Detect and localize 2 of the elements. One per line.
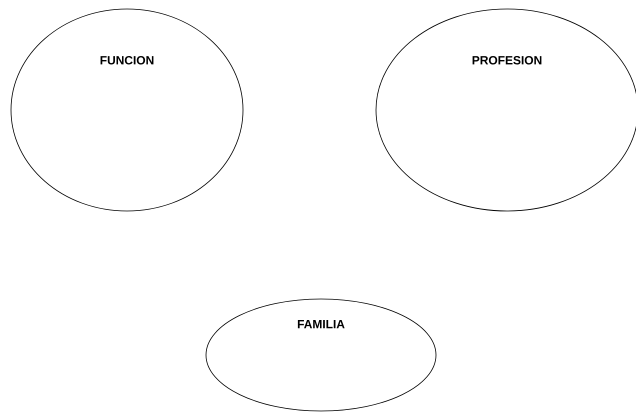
ellipse-node: FAMILIA xyxy=(206,298,436,412)
ellipse-node: FUNCION xyxy=(10,8,244,212)
